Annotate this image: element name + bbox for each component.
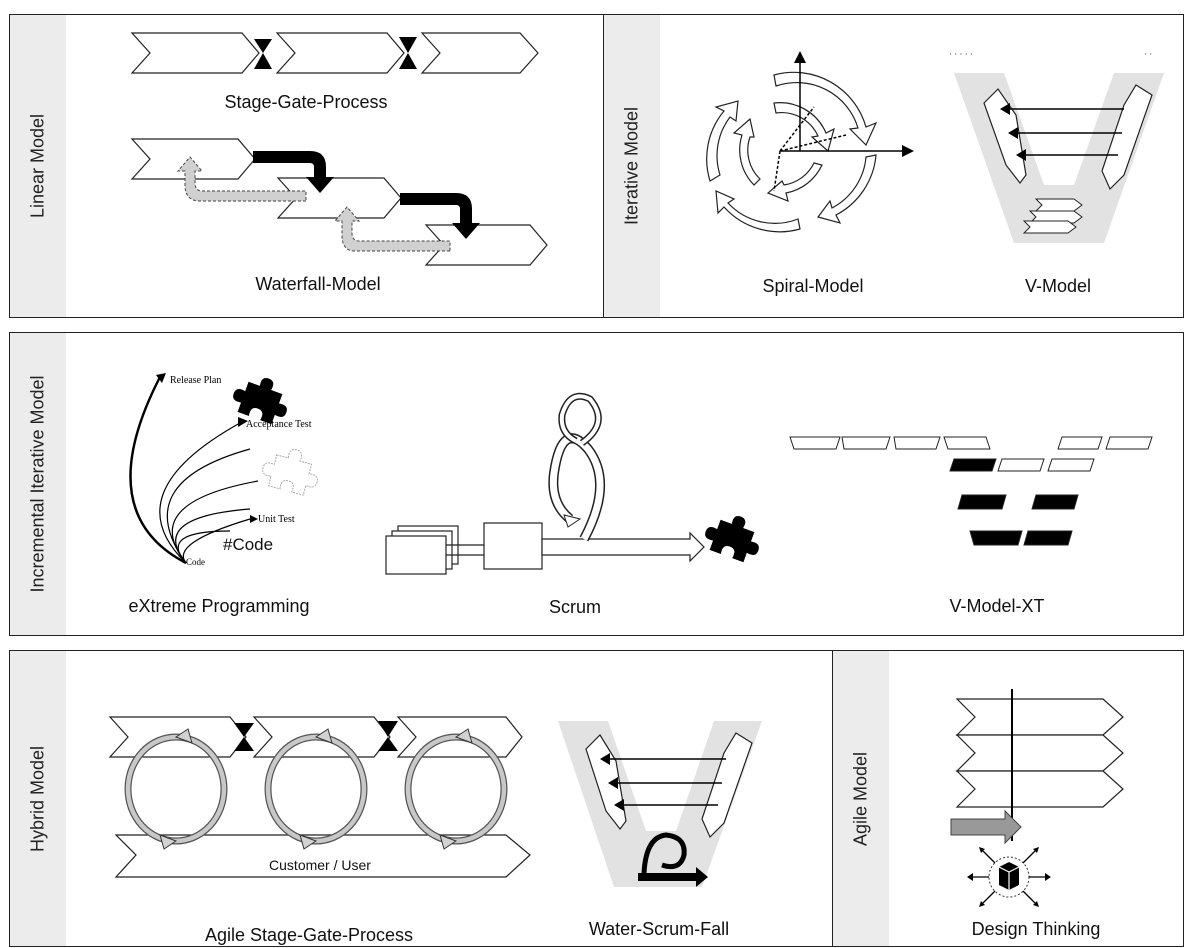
water-scrum-fall-caption: Water-Scrum-Fall xyxy=(589,919,729,940)
xp-release-plan-text: Release Plan xyxy=(170,375,221,386)
linear-model-panel: Linear Model Stage-Gate-Process W xyxy=(9,14,604,318)
v-model-caption: V-Model xyxy=(1025,276,1091,297)
v-model-xt-caption: V-Model-XT xyxy=(949,596,1044,617)
scrum-caption: Scrum xyxy=(549,597,601,618)
stage-chevron-1 xyxy=(132,33,259,73)
scrum-diagram xyxy=(386,396,704,574)
spiral-axis-up-arrowhead xyxy=(794,51,806,63)
incremental-iterative-diagram: Release Plan Acceptance Test Unit Test C… xyxy=(10,333,1184,637)
design-thinking-caption: Design Thinking xyxy=(972,919,1101,940)
xp-caption: eXtreme Programming xyxy=(128,596,309,617)
xp-hashcode-text: #Code xyxy=(223,535,273,554)
spiral-axis-right-arrowhead xyxy=(902,145,914,157)
xp-code-text: Code xyxy=(186,557,205,567)
v-model-tiny-label-1: · · · · · xyxy=(949,49,973,59)
customer-user-label: Customer / User xyxy=(269,857,371,873)
iterative-model-panel: Iterative Model · · · · · · · xyxy=(603,14,1184,318)
agile-model-panel: Agile Model xyxy=(832,650,1184,947)
waterfall-caption: Waterfall-Model xyxy=(255,274,380,295)
hybrid-model-diagram: Customer / User xyxy=(10,651,835,948)
v-model-diagram: · · · · · · · xyxy=(949,49,1164,243)
v-model-xt-diagram xyxy=(790,437,1152,545)
hybrid-model-panel: Hybrid Model xyxy=(9,650,834,947)
xp-acceptance-test-text: Acceptance Test xyxy=(246,419,312,430)
faded-puzzle-icon xyxy=(259,443,324,498)
agile-model-diagram xyxy=(833,651,1184,948)
v-model-tiny-label-2: · · xyxy=(1144,49,1152,59)
stage-chevron-3 xyxy=(422,33,538,73)
water-scrum-fall-diagram xyxy=(558,721,762,887)
incremental-iterative-panel: Incremental Iterative Model Release Plan… xyxy=(9,332,1184,636)
stage-gate-caption: Stage-Gate-Process xyxy=(224,92,387,113)
spiral-model-caption: Spiral-Model xyxy=(762,276,863,297)
design-thinking-arrow xyxy=(951,811,1021,843)
scrum-puzzle-icon xyxy=(700,507,767,566)
stage-chevron-2 xyxy=(277,33,404,73)
spiral-diagram xyxy=(707,72,876,231)
design-thinking-idea-icon xyxy=(967,847,1051,907)
xp-unit-test-text: Unit Test xyxy=(258,514,295,525)
iterative-model-diagram: · · · · · · · xyxy=(604,15,1184,319)
agile-stage-gate-caption: Agile Stage-Gate-Process xyxy=(205,925,413,946)
